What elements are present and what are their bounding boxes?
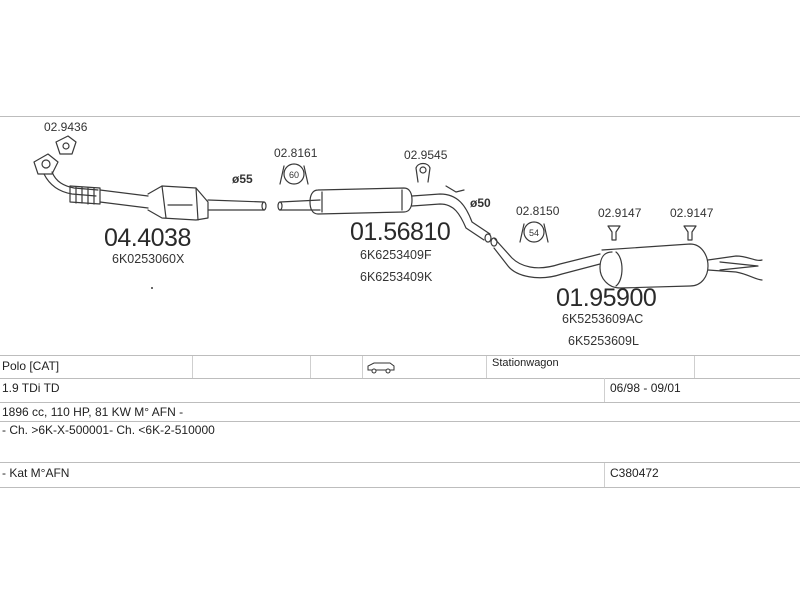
middle-silencer-oem-1: 6K6253409F [360,248,432,262]
rear-hanger-left-drawing [607,225,621,241]
exhaust-diagram: 60 54 [33,135,763,289]
hanger-drawing [415,162,431,183]
years-cell: 06/98 - 09/01 [610,381,681,395]
diameter-label-50: ø50 [470,196,491,210]
rear-silencer-part-number: 01.95900 [556,284,657,312]
station-wagon-icon [366,360,396,377]
top-border [0,116,800,117]
middle-silencer-part-number: 01.56810 [350,218,451,246]
table-row-chassis: - Ch. >6K-X-500001- Ch. <6K-2-510000 [0,422,800,463]
rear-hanger-left-part-number: 02.9147 [598,206,642,220]
cat-cell: - Kat M°AFN [2,466,70,480]
table-row-spec: 1896 cc, 110 HP, 81 KW M° AFN - [0,403,800,422]
catalytic-converter-drawing [33,153,267,221]
clamp-ring-label: 60 [289,170,299,180]
chassis-cell: - Ch. >6K-X-500001- Ch. <6K-2-510000 [2,423,215,437]
middle-silencer-oem-2: 6K6253409K [360,270,433,284]
rear-silencer-oem-1: 6K5253609AC [562,312,644,326]
catalytic-converter-part-number: 04.4038 [104,224,191,252]
rear-clamp-part-number: 02.8150 [516,204,560,218]
body-type-cell: Stationwagon [492,357,559,369]
middle-silencer-drawing [277,187,492,243]
clamp-drawing [279,163,309,185]
clamp-part-number: 02.8161 [274,146,318,160]
spec-cell: 1896 cc, 110 HP, 81 KW M° AFN - [2,405,184,419]
code-cell: C380472 [610,466,659,480]
model-cell: Polo [CAT] [2,359,60,373]
table-row-cat: - Kat M°AFN C380472 [0,463,800,488]
rear-clamp-ring-label: 54 [529,228,539,238]
rear-silencer-oem-2: 6K5253609L [568,334,639,348]
table-row-engine: 1.9 TDi TD 06/98 - 09/01 [0,378,800,403]
rear-hanger-right-drawing [683,225,697,241]
gasket-drawing [55,135,77,155]
rear-hanger-right-part-number: 02.9147 [670,206,714,220]
hanger-part-number: 02.9545 [404,148,448,162]
table-row-model: Polo [CAT] Stationwagon [0,355,800,379]
rear-clamp-drawing [519,221,549,243]
diameter-label-55: ø55 [232,172,253,186]
rear-silencer-drawing [490,237,763,289]
gasket-part-number: 02.9436 [44,120,88,134]
catalytic-converter-oem: 6K0253060X [112,252,185,266]
engine-cell: 1.9 TDi TD [2,381,60,395]
